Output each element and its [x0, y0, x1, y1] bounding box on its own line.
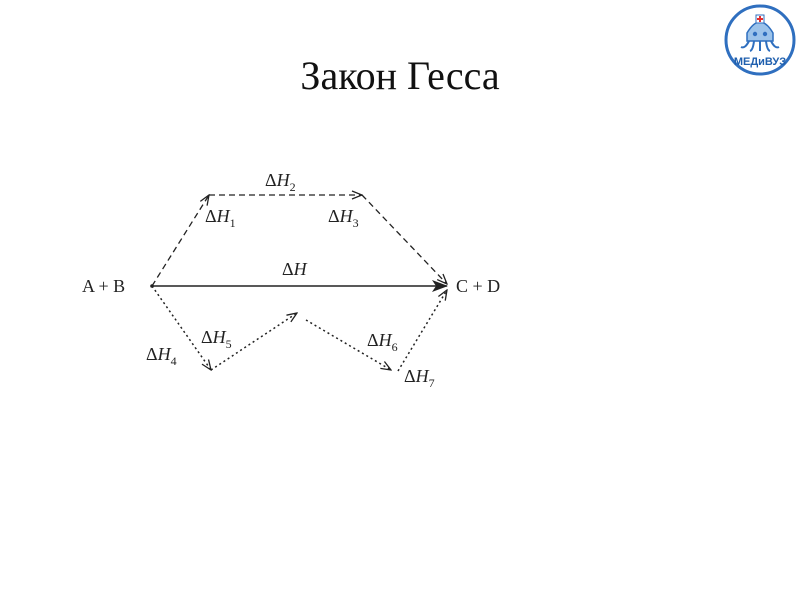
step-label-dh2: ΔH2: [265, 170, 296, 194]
products-label: C + D: [456, 276, 500, 296]
slide-title: Закон Гесса: [300, 53, 500, 98]
step-label-dh3: ΔH3: [328, 206, 359, 230]
logo-eye-left: [752, 31, 758, 37]
logo-eye-right: [762, 31, 768, 37]
lower-step-5-arrow: [210, 313, 297, 371]
step-label-dh1: ΔH1: [205, 206, 236, 230]
step-label-dh6: ΔH6: [367, 330, 398, 354]
direct-path-label: ΔH: [282, 259, 308, 279]
logo-cross-icon: [757, 16, 763, 22]
logo-tentacles: [740, 40, 780, 52]
step-label-dh4: ΔH4: [146, 344, 177, 368]
step-label-dh7: ΔH7: [404, 366, 435, 390]
logo-text: МЕДиВУЗ: [734, 56, 786, 68]
medical-mascot-logo-icon: МЕДиВУЗ: [724, 4, 796, 76]
logo-mascot-head: [746, 21, 774, 42]
lower-step-6-arrow: [305, 319, 391, 370]
upper-step-1-arrow: [151, 195, 209, 287]
step-label-dh5: ΔH5: [201, 327, 232, 351]
lower-step-4-arrow: [151, 285, 211, 370]
upper-step-3-arrow: [361, 194, 447, 284]
lower-step-7-arrow: [397, 290, 447, 372]
reactants-label: A + B: [82, 276, 125, 296]
